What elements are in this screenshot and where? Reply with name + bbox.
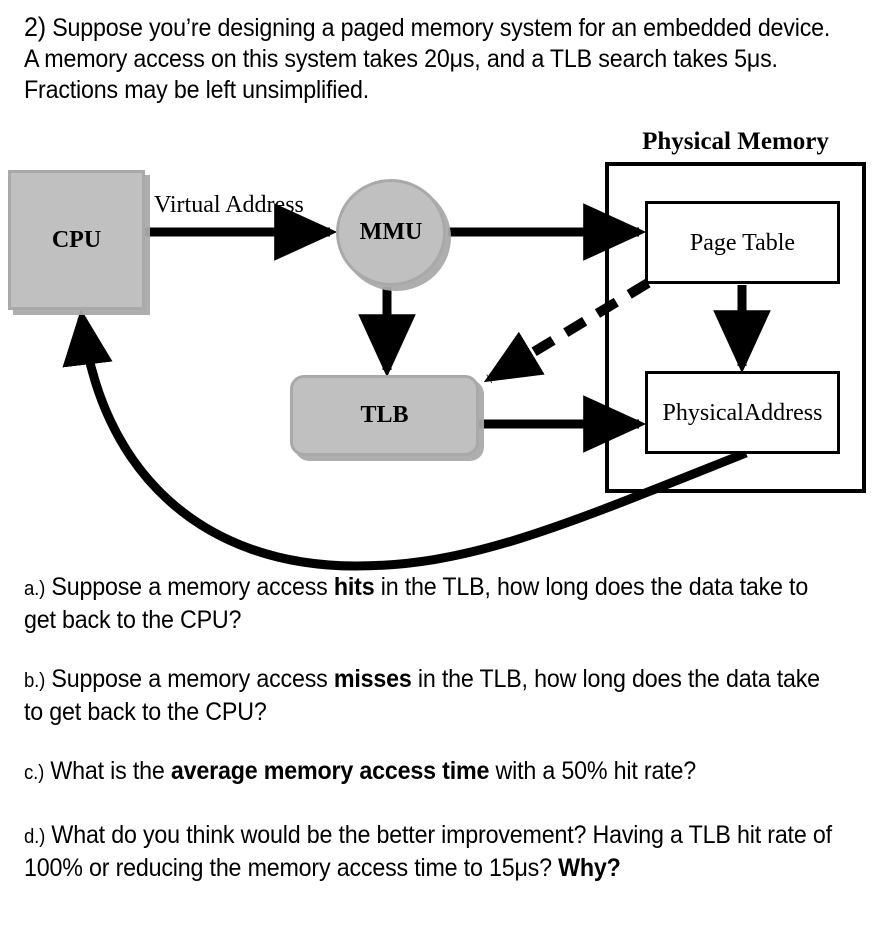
question-a: a.) Suppose a memory access hits in the … bbox=[24, 572, 842, 636]
prompt-body: Suppose you’re designing a paged memory … bbox=[24, 14, 831, 104]
edge-physical-address-to-cpu-curve bbox=[62, 309, 748, 571]
question-d: d.) What do you think would be the bette… bbox=[24, 820, 842, 884]
question-b: b.) Suppose a memory access misses in th… bbox=[24, 664, 842, 728]
physical-memory-label: Physical Memory bbox=[642, 128, 829, 155]
prompt-number: 2) bbox=[24, 12, 46, 42]
tlb-node[interactable]: TLB bbox=[290, 375, 479, 456]
question-d-text: What do you think would be the better im… bbox=[24, 821, 832, 882]
question-a-text: Suppose a memory access hits in the TLB,… bbox=[24, 573, 809, 634]
physical-address-line-1: Physical bbox=[662, 399, 744, 426]
physical-memory-frame bbox=[605, 162, 866, 493]
question-c: c.) What is the average memory access ti… bbox=[24, 756, 842, 789]
mmu-node[interactable]: MMU bbox=[336, 179, 446, 286]
physical-address-line-2: Address bbox=[743, 399, 823, 426]
cpu-node[interactable]: CPU bbox=[8, 170, 145, 310]
edge-page-table-to-tlb-dashed bbox=[483, 278, 651, 384]
question-b-label: b.) bbox=[24, 670, 46, 692]
question-d-label: d.) bbox=[24, 826, 46, 848]
page-table-box[interactable]: Page Table bbox=[645, 201, 840, 284]
virtual-address-edge-label: Virtual Address bbox=[154, 192, 304, 218]
question-c-text: What is the average memory access time w… bbox=[50, 757, 696, 785]
question-b-text: Suppose a memory access misses in the TL… bbox=[24, 665, 820, 726]
physical-address-box[interactable]: Physical Address bbox=[645, 371, 840, 454]
prompt-paragraph: 2) Suppose you’re designing a paged memo… bbox=[24, 12, 842, 106]
question-c-label: c.) bbox=[24, 762, 45, 784]
question-a-label: a.) bbox=[24, 578, 46, 600]
